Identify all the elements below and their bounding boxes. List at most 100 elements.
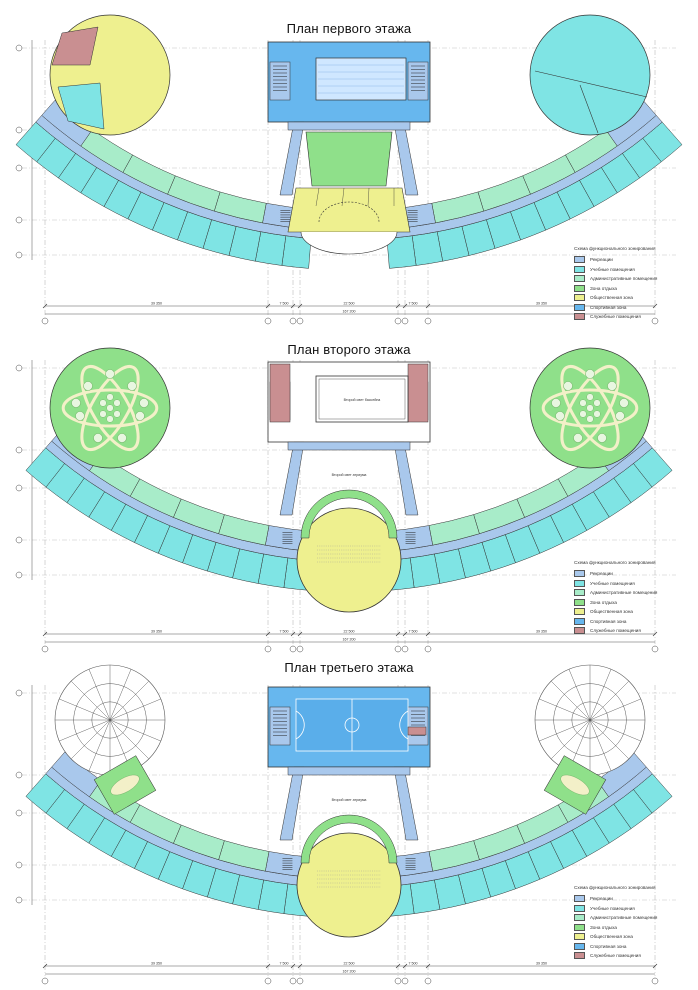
connector-corridor: [393, 441, 419, 516]
axis-bubble: [15, 44, 23, 52]
central-block: [267, 41, 431, 255]
tree: [593, 399, 601, 407]
connector-corridor: [393, 121, 419, 196]
legend-label: Общественная зона: [590, 295, 633, 301]
axis-bubble: [15, 364, 23, 372]
dome-rib: [589, 719, 641, 742]
legend-swatch: [574, 617, 585, 625]
tree: [579, 410, 587, 418]
legend-swatch: [574, 570, 585, 578]
axis-bubble: [15, 689, 23, 697]
legend-item: Служебные помещения: [574, 626, 694, 636]
axis-bubble: [296, 317, 304, 325]
dimension-tick: [265, 963, 271, 969]
left-rotunda: [49, 347, 171, 469]
legend-swatch: [574, 904, 585, 912]
legend-label: Спортивная зона: [590, 618, 627, 624]
partition-wall: [579, 84, 599, 134]
axis-bubble: [15, 896, 23, 904]
axis-bubble: [15, 251, 23, 259]
axis-bubble: [424, 977, 432, 985]
axis-bubble: [15, 771, 23, 779]
legend-label: Зона отдыха: [590, 924, 617, 930]
tree: [83, 381, 93, 391]
classroom: [411, 231, 444, 266]
tree: [106, 393, 114, 401]
entrance-porch: [300, 231, 398, 255]
dimension-label: 39 350: [151, 962, 162, 966]
legend-swatch: [574, 608, 585, 616]
tree: [607, 381, 617, 391]
service-room: [269, 363, 291, 423]
dimension-label: 39 350: [536, 302, 547, 306]
assembly-hall: [296, 832, 402, 938]
axis-bubble: [15, 536, 23, 544]
dimension-total-label: 167 200: [343, 310, 356, 314]
tree: [593, 410, 601, 418]
tree: [99, 399, 107, 407]
legend-label: Спортивная зона: [590, 304, 627, 310]
legend-swatch: [574, 598, 585, 606]
legend-swatch: [574, 265, 585, 273]
axis-bubble: [264, 645, 272, 653]
legend-label: Учебные помещения: [590, 580, 635, 586]
legend-swatch: [574, 256, 585, 264]
atrium-garden: [305, 131, 393, 187]
axis-bubble: [401, 977, 409, 985]
legend-swatch: [574, 933, 585, 941]
tree: [135, 411, 145, 421]
legend-title: Схема функционального зонирования: [574, 885, 656, 890]
dome-rib: [70, 680, 111, 721]
axis-bubble: [15, 571, 23, 579]
dimension-tick: [425, 963, 431, 969]
right-rotunda: [529, 14, 651, 136]
dimension-tick: [395, 963, 401, 969]
dome-rib: [59, 719, 111, 742]
right-rotunda: [529, 347, 651, 469]
dimension-label: 7 500: [280, 302, 289, 306]
legend-label: Рекреации: [590, 257, 613, 263]
dimension-tick: [42, 963, 48, 969]
legend-swatch: [574, 589, 585, 597]
legend-swatch: [574, 895, 585, 903]
axis-bubble: [394, 317, 402, 325]
classroom: [409, 879, 441, 914]
dome-rib: [109, 669, 132, 721]
dimension-tick: [290, 303, 296, 309]
dimension-label: 39 350: [151, 630, 162, 634]
tree: [585, 369, 595, 379]
legend-item: Рекреации: [574, 569, 694, 579]
legend-item: Учебные помещения: [574, 904, 694, 914]
axis-bubble: [424, 645, 432, 653]
axis-bubble: [41, 317, 49, 325]
dome-rib: [109, 719, 150, 760]
tree: [619, 398, 629, 408]
tree: [573, 433, 583, 443]
tree: [139, 398, 149, 408]
right-rotunda: [534, 664, 646, 776]
dimension-tick: [395, 303, 401, 309]
dimension-label: 39 350: [536, 962, 547, 966]
legend-item: Общественная зона: [574, 932, 694, 942]
legend-item: Общественная зона: [574, 607, 694, 617]
legend-swatch: [574, 579, 585, 587]
axis-bubble: [41, 977, 49, 985]
service-room: [51, 26, 99, 66]
stair-core: [269, 61, 291, 101]
dimension-tick: [395, 631, 401, 637]
dimension-label: 22 500: [344, 302, 355, 306]
connector-corridor: [287, 121, 411, 131]
legend-label: Общественная зона: [590, 609, 633, 615]
dome-rib: [109, 698, 161, 721]
plan-title: План третьего этажа: [284, 660, 414, 675]
axis-bubble: [401, 645, 409, 653]
legend-title: Схема функционального зонирования: [574, 246, 656, 251]
legend: Схема функционального зонирования Рекреа…: [574, 246, 694, 322]
curved-wing: [25, 751, 673, 917]
dimension-tick: [402, 631, 408, 637]
dome-rib: [88, 719, 111, 771]
tree: [563, 381, 573, 391]
